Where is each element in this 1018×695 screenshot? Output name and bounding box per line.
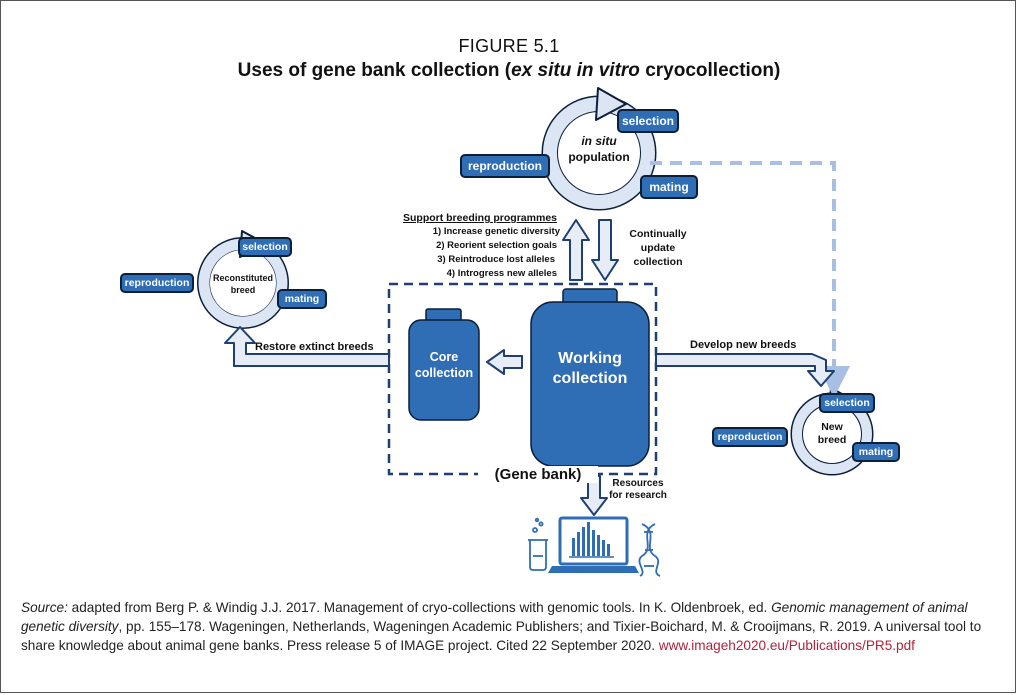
working-label: Working <box>558 350 622 367</box>
update-arrow <box>591 219 619 281</box>
dashed-link <box>650 161 850 398</box>
support-item: 1) Increase genetic diversity <box>432 226 560 237</box>
support-item: 4) Introgress new alleles <box>446 268 557 279</box>
develop-arrow <box>655 353 835 387</box>
source-book-title: Genomic management of animal genetic div… <box>21 600 968 634</box>
in-situ-label: in situ <box>581 134 617 148</box>
resources-label-line: for research <box>609 490 667 501</box>
beaker-icon <box>528 517 548 571</box>
in-situ-mating-tag: mating <box>640 175 698 199</box>
figure-label: FIGURE 5.1 <box>458 36 560 56</box>
reconstituted-breed-label: breed <box>230 285 256 295</box>
title-italic: ex situ in vitro <box>511 60 640 81</box>
dna-icon <box>638 523 661 577</box>
core-collection-label: collection <box>414 366 474 380</box>
bar-chart-icon <box>569 522 614 558</box>
figure-title: Uses of gene bank collection (ex situ in… <box>0 60 1018 82</box>
in-situ-selection-tag: selection <box>617 109 679 133</box>
new-breed-mating-tag: mating <box>852 442 900 462</box>
restore-arrow <box>224 326 390 367</box>
support-item: 3) Reintroduce lost alleles <box>437 254 555 265</box>
reconstituted-selection-tag: selection <box>238 237 292 257</box>
restore-label: Restore extinct breeds <box>255 341 374 353</box>
in-situ-reproduction-tag: reproduction <box>460 154 550 178</box>
new-breed-label: breed <box>817 434 847 446</box>
new-breed-reproduction-tag: reproduction <box>712 427 788 447</box>
resources-label-line: Resources <box>612 478 664 489</box>
source-citation: Source: adapted from Berg P. & Windig J.… <box>21 598 996 655</box>
develop-label: Develop new breeds <box>690 339 797 351</box>
reconstituted-reproduction-tag: reproduction <box>120 273 194 293</box>
reconstituted-mating-tag: mating <box>277 289 327 309</box>
laptop-icon <box>548 516 639 573</box>
working-collection-label: collection <box>552 370 628 387</box>
resources-arrow <box>580 475 608 516</box>
title-part: cryocollection) <box>639 60 781 81</box>
reconstituted-label: Reconstituted <box>212 273 273 283</box>
to-core-arrow <box>486 349 523 375</box>
new-breed-selection-tag: selection <box>819 393 875 413</box>
source-link[interactable]: www.imageh2020.eu/Publications/PR5.pdf <box>658 638 915 653</box>
source-text: , pp. 155–178. Wageningen, Netherlands, … <box>21 619 982 653</box>
core-collection-jar <box>408 308 480 421</box>
gene-bank-label: (Gene bank) <box>478 466 598 483</box>
source-text: adapted from Berg P. & Windig J.J. 2017.… <box>67 600 772 615</box>
in-situ-cycle <box>541 87 657 211</box>
source-label: Source: <box>21 600 68 615</box>
population-label: population <box>568 150 630 164</box>
core-label: Core <box>429 350 459 364</box>
new-label: New <box>821 421 843 433</box>
support-arrow <box>562 219 590 281</box>
update-label-line: Continually <box>629 228 687 240</box>
update-label-line: update <box>640 242 676 254</box>
support-title: Support breeding programmes <box>402 212 558 224</box>
support-item: 2) Reorient selection goals <box>436 240 557 251</box>
title-part: Uses of gene bank collection ( <box>237 60 512 81</box>
update-label-line: collection <box>633 256 683 268</box>
